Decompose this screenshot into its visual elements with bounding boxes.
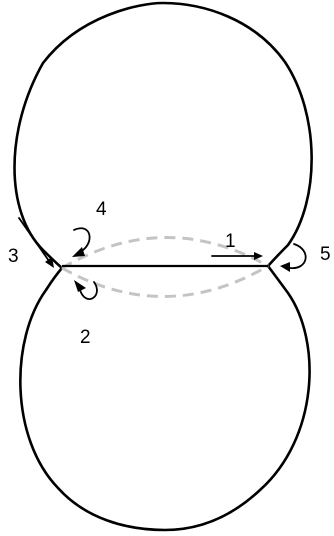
double-bubble-outline: [13, 1, 313, 532]
label-4: 4: [96, 199, 107, 220]
dashed-interface-lower: [61, 264, 269, 298]
label-2: 2: [80, 327, 91, 348]
label-1: 1: [225, 231, 236, 252]
arrow-3: [18, 217, 54, 268]
label-3: 3: [8, 246, 19, 267]
label-5: 5: [320, 244, 331, 265]
arrow-1: [211, 252, 263, 260]
dashed-interface-upper: [61, 236, 269, 270]
arrow-4: [72, 227, 91, 257]
arrow-2: [74, 280, 98, 300]
arrow-5: [280, 243, 307, 272]
